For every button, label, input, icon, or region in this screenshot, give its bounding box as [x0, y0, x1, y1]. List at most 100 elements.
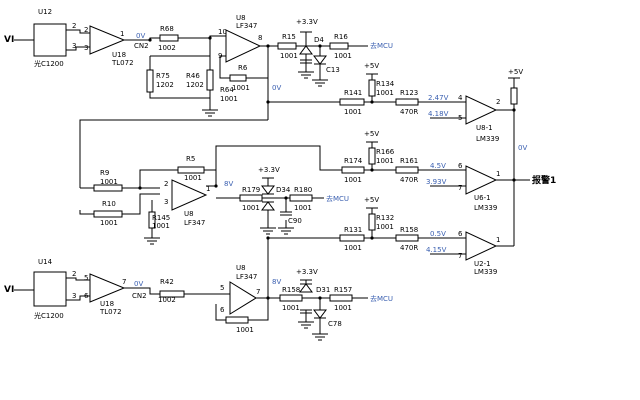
label-p33-2: +3.3V	[258, 166, 280, 174]
opamp-u8-bot	[229, 281, 257, 315]
resistor-r15	[277, 42, 297, 50]
label-pin: 3	[164, 198, 168, 206]
label-r68-v: 1002	[158, 44, 176, 52]
capacitor-c78	[300, 309, 312, 314]
label-u8-top-sub: LF347	[236, 22, 257, 30]
label-p33-1: +3.3V	[296, 18, 318, 26]
label-r174-v: 1001	[344, 176, 362, 184]
resistor-pullup	[510, 87, 518, 105]
label-pin: 1	[120, 30, 124, 38]
label-u6-1: U6-1	[474, 194, 491, 202]
label-v-bot: 0V	[134, 280, 143, 288]
diode-d4	[299, 45, 327, 65]
label-r46-v: 1202	[186, 81, 204, 89]
label-r46: R46	[186, 72, 200, 80]
label-pin: 3	[72, 42, 76, 50]
resistor-r10	[93, 210, 123, 218]
label-p5-3: +5V	[364, 196, 379, 204]
label-p5-1: +5V	[364, 62, 379, 70]
label-r174: R174	[344, 157, 363, 165]
label-pin: 3	[84, 44, 88, 52]
label-r158: R158	[282, 286, 300, 294]
resistor-r131	[339, 234, 365, 242]
label-r15-v: 1001	[280, 52, 298, 60]
wires	[14, 29, 530, 334]
label-u8-top: U8	[236, 14, 246, 22]
label-mcu1: 去MCU	[370, 41, 393, 50]
label-u8-1: U8-1	[476, 124, 493, 132]
u14-chip	[33, 271, 67, 307]
label-r6: R6	[238, 64, 248, 72]
label-r75-v: 1202	[156, 81, 174, 89]
label-pin: 1	[496, 236, 500, 244]
label-r161-v: 470R	[400, 176, 418, 184]
label-r158-v: 1001	[282, 304, 300, 312]
resistor-r157	[329, 294, 353, 302]
label-r64-v: 1001	[220, 95, 238, 103]
resistor-bot-fb	[225, 316, 249, 324]
resistor-r42	[159, 290, 185, 298]
label-pin: 2	[72, 22, 76, 30]
resistor-r132	[368, 213, 376, 231]
resistor-r158	[279, 294, 303, 302]
label-v-cmp1b: 4.18V	[428, 110, 449, 118]
label-pin: 6	[220, 306, 225, 314]
label-r64: R64	[220, 86, 234, 94]
opamp-u18-bot	[89, 273, 126, 303]
resistor-r16	[329, 42, 349, 50]
label-v-mid: 8V	[224, 180, 233, 188]
label-u18-bot-sub: TL072	[99, 308, 122, 316]
label-pin: 5	[458, 114, 462, 122]
label-pin: 7	[458, 252, 462, 260]
label-u18-top-sub: TL072	[111, 59, 134, 67]
label-r68: R68	[160, 25, 174, 33]
ground-icon	[312, 79, 328, 87]
label-pin: 6	[84, 292, 89, 300]
label-u12: U12	[38, 8, 52, 16]
opamp-u8-mid	[171, 179, 208, 211]
resistor-r166	[368, 147, 376, 165]
label-cn2-top: CN2	[134, 42, 149, 50]
label-r180: R180	[294, 186, 312, 194]
label-cn2-bot: CN2	[132, 292, 147, 300]
diode-d34	[261, 185, 275, 211]
label-pin: 2	[164, 180, 168, 188]
label-r9-v: 1001	[100, 178, 118, 186]
ground-symbols	[144, 31, 520, 341]
label-pin: 9	[218, 52, 222, 60]
label-r16: R16	[334, 33, 348, 41]
label-r132-v: 1001	[376, 223, 394, 231]
label-v-bot2: 8V	[272, 278, 281, 286]
label-v-cmp1a: 2.47V	[428, 94, 449, 102]
label-v-cmp3a: 0.5V	[430, 230, 446, 238]
label-lm-1: LM339	[476, 135, 499, 143]
ground-icon	[202, 109, 218, 117]
label-r179-v: 1001	[242, 204, 260, 212]
label-r123-v: 470R	[400, 108, 418, 116]
label-pin: 4	[458, 94, 463, 102]
label-v-top2: 0V	[272, 84, 281, 92]
resistor-r46	[206, 69, 214, 91]
label-r141-v: 1001	[344, 108, 362, 116]
comparator-u8-1	[465, 95, 498, 125]
label-mcu2: 去MCU	[326, 194, 349, 203]
resistor-r6	[229, 74, 247, 82]
label-r145-v: 1001	[152, 222, 170, 230]
label-r131: R131	[344, 226, 362, 234]
label-v-top: 0V	[136, 32, 145, 40]
label-pin: 5	[84, 274, 88, 282]
label-u18-bot: U18	[100, 300, 114, 308]
resistor-r5	[177, 166, 205, 174]
resistor-r180	[289, 194, 313, 202]
label-r134-v: 1001	[376, 89, 394, 97]
label-r42-v: 1002	[158, 296, 176, 304]
label-pin: 1	[206, 185, 210, 193]
resistor-r123	[395, 98, 419, 106]
label-r9: R9	[100, 169, 109, 177]
label-r161: R161	[400, 157, 418, 165]
resistor-r145	[148, 211, 156, 229]
label-r6-v: 1001	[232, 84, 250, 92]
label-r5: R5	[186, 155, 195, 163]
label-r15: R15	[282, 33, 296, 41]
resistor-r161	[395, 166, 419, 174]
